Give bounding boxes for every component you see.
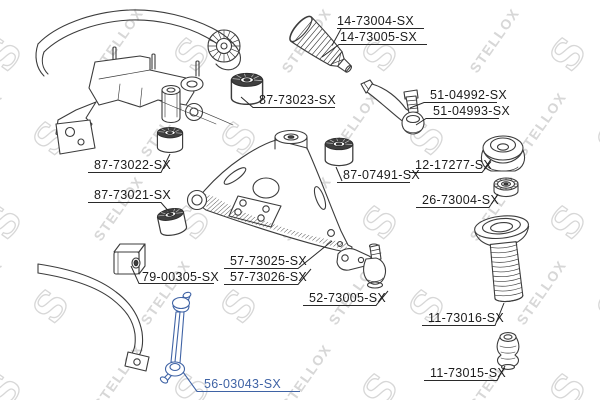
part-label-14-73005-sx[interactable]: 14-73005-SX <box>340 30 417 44</box>
part-label-56-03043-sx-selected[interactable]: 56-03043-SX <box>204 377 281 391</box>
part-label-79-00305-sx[interactable]: 79-00305-SX <box>142 270 219 284</box>
part-label-11-73015-sx[interactable]: 11-73015-SX <box>430 366 506 380</box>
part-label-57-73025-sx[interactable]: 57-73025-SX <box>230 254 307 268</box>
part-label-87-07491-sx[interactable]: 87-07491-SX <box>343 168 420 182</box>
steering-rack-boot-drawing <box>289 15 353 73</box>
part-label-11-73016-sx[interactable]: 11-73016-SX <box>428 311 504 325</box>
part-label-87-73021-sx[interactable]: 87-73021-SX <box>94 188 171 202</box>
stabilizer-bushing-drawing <box>113 243 146 275</box>
part-label-12-17277-sx[interactable]: 12-17277-SX <box>415 158 492 172</box>
part-label-87-73023-sx[interactable]: 87-73023-SX <box>259 93 336 107</box>
part-label-52-73005-sx[interactable]: 52-73005-SX <box>309 291 386 305</box>
part-label-51-04992-sx[interactable]: 51-04992-SX <box>430 88 507 102</box>
part-labels: 14-73004-SX 14-73005-SX 87-73023-SX 51-0… <box>94 14 510 391</box>
part-label-51-04993-sx[interactable]: 51-04993-SX <box>433 104 510 118</box>
control-arm-drawing <box>186 129 353 254</box>
leader-lines <box>88 28 506 393</box>
part-label-14-73004-sx[interactable]: 14-73004-SX <box>337 14 414 28</box>
subframe-drawing <box>35 9 242 155</box>
bushing-87-73023-drawing <box>230 72 264 106</box>
strut-mount-drawing <box>480 135 526 172</box>
part-label-26-73004-sx[interactable]: 26-73004-SX <box>422 193 499 207</box>
part-label-87-73022-sx[interactable]: 87-73022-SX <box>94 158 171 172</box>
part-label-57-73026-sx[interactable]: 57-73026-SX <box>230 270 307 284</box>
bushing-87-73022-drawing <box>156 126 184 153</box>
tie-rod-end-drawing <box>360 79 425 135</box>
bearing-drawing <box>493 177 519 198</box>
bump-stop-drawing <box>496 332 520 370</box>
stabilizer-bar-drawing <box>37 263 150 372</box>
ball-joint-drawing <box>336 243 387 289</box>
dust-boot-drawing <box>474 215 530 303</box>
bushing-87-07491-drawing <box>324 137 354 167</box>
stabilizer-link-drawing[interactable] <box>159 291 192 384</box>
